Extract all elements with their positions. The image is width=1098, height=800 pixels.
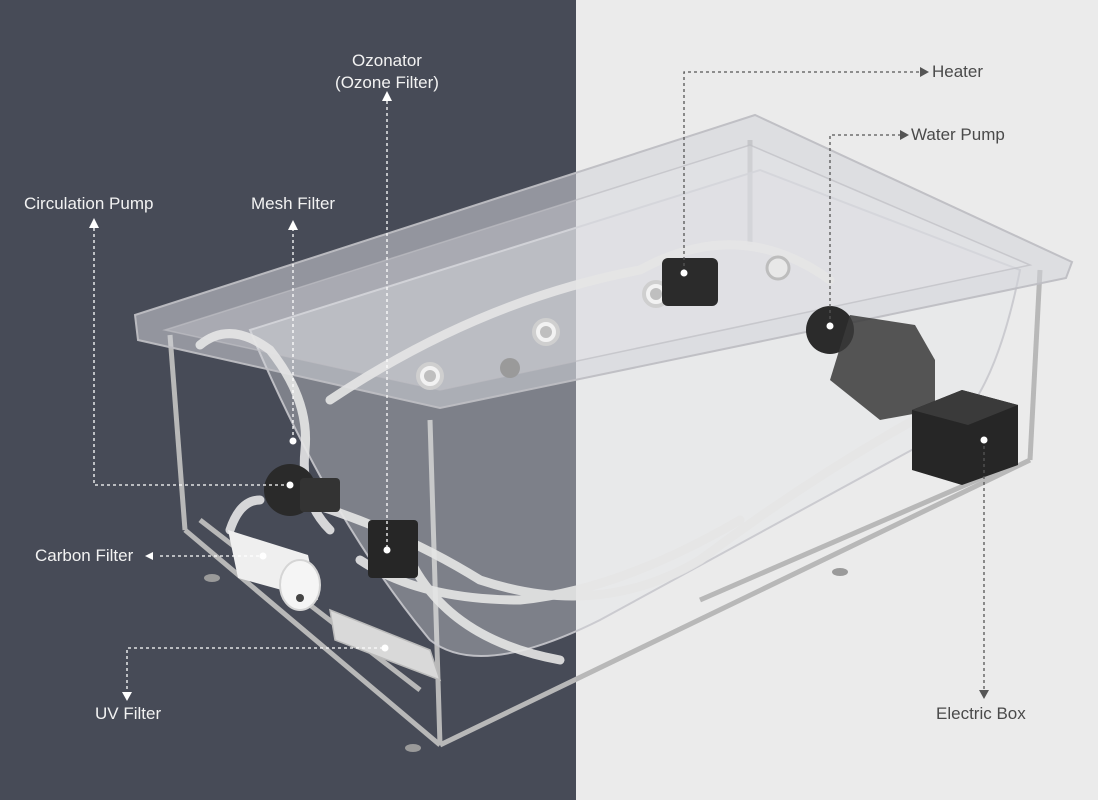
- label-heater: Heater: [932, 62, 984, 81]
- label-circulation-pump: Circulation Pump: [24, 194, 154, 213]
- label-water-pump: Water Pump: [911, 125, 1005, 144]
- electric-box-unit: [912, 390, 1018, 485]
- anchor-dots: [259, 269, 988, 652]
- light-background-panel: [576, 0, 1098, 800]
- heater-unit: [662, 258, 718, 306]
- label-mesh-filter: Mesh Filter: [251, 194, 336, 213]
- water-pump-unit: [806, 306, 935, 420]
- arrowheads: [89, 67, 989, 701]
- circulation-pump-unit: [264, 464, 340, 516]
- tub-rim: [133, 113, 1074, 410]
- ozonator-unit: [368, 520, 418, 578]
- label-uv-filter: UV Filter: [95, 704, 162, 723]
- label-ozonator-line1: Ozonator: [352, 51, 422, 70]
- leader-lines: [93, 71, 985, 695]
- label-ozonator: Ozonator (Ozone Filter): [322, 50, 452, 94]
- label-carbon-filter: Carbon Filter: [35, 546, 134, 565]
- label-ozonator-line2: (Ozone Filter): [335, 73, 439, 92]
- carbon-filter-unit: [228, 530, 321, 611]
- frame-feet: [204, 568, 848, 752]
- label-electric-box: Electric Box: [936, 704, 1026, 723]
